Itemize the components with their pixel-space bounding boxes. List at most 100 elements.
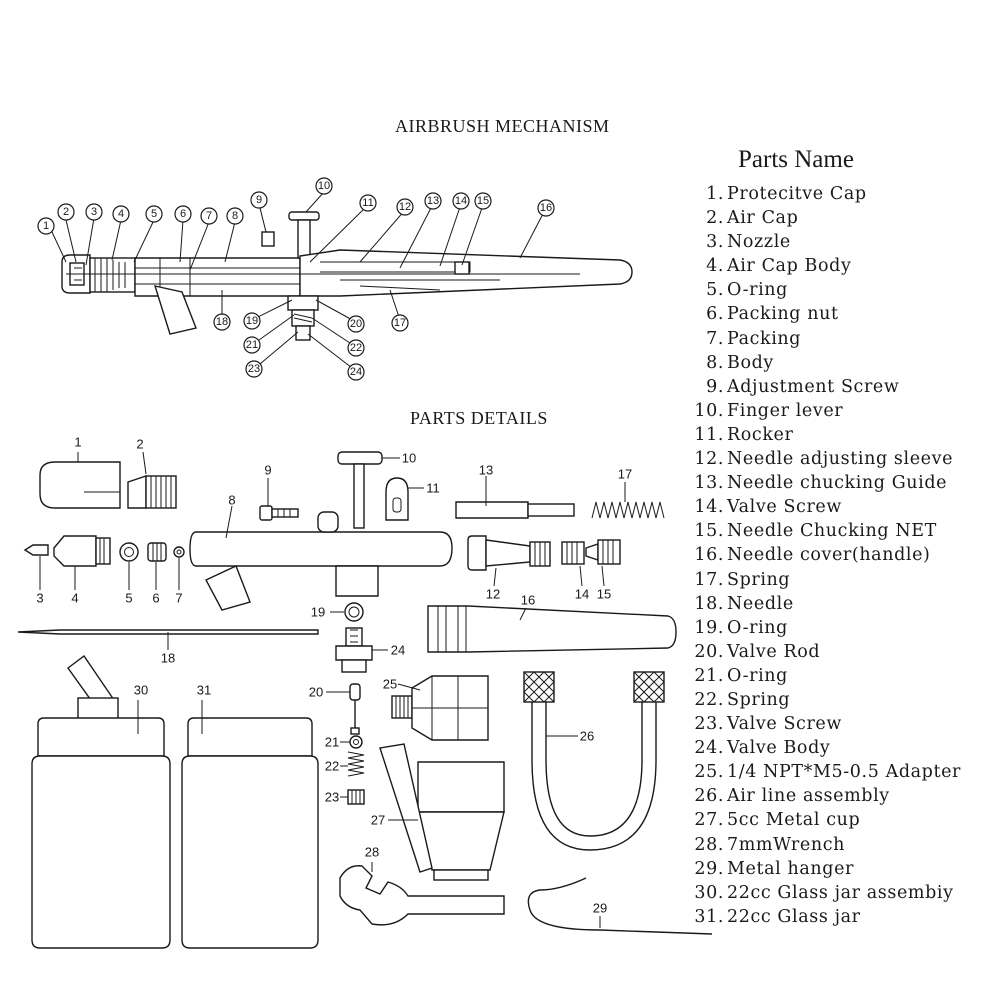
parts-list-item: 4.Air Cap Body xyxy=(694,254,994,278)
parts-list-item: 10.Finger lever xyxy=(694,399,994,423)
svg-text:13: 13 xyxy=(427,195,439,207)
part-number: 13. xyxy=(694,473,724,494)
part-number: 23. xyxy=(694,714,724,735)
svg-text:17: 17 xyxy=(394,317,406,329)
callout-1: 1 xyxy=(37,217,55,235)
legend-title: Parts Name xyxy=(738,146,854,173)
parts-list-item: 13.Needle chucking Guide xyxy=(694,471,994,495)
parts-list-item: 8.Body xyxy=(694,351,994,375)
part-number: 17. xyxy=(694,569,724,590)
svg-text:4: 4 xyxy=(118,208,124,220)
parts-list-item: 29.Metal hanger xyxy=(694,857,994,881)
part-number: 1. xyxy=(706,184,724,204)
svg-text:19: 19 xyxy=(246,315,258,327)
detail-label-11: 11 xyxy=(426,481,440,496)
svg-text:2: 2 xyxy=(63,206,69,218)
part-name: Rocker xyxy=(727,424,794,445)
part-number: 26. xyxy=(694,786,724,807)
parts-list-item: 24.Valve Body xyxy=(694,736,994,760)
detail-label-23: 23 xyxy=(325,790,339,805)
callout-7: 7 xyxy=(200,207,218,225)
callout-24: 24 xyxy=(347,363,365,381)
detail-label-31: 31 xyxy=(197,683,211,698)
callout-23: 23 xyxy=(245,360,263,378)
detail-label-5: 5 xyxy=(125,591,132,606)
svg-text:22: 22 xyxy=(350,342,362,354)
detail-label-8: 8 xyxy=(228,493,235,508)
part-number: 7. xyxy=(706,328,724,349)
part-number: 22. xyxy=(694,689,724,710)
detail-label-17: 17 xyxy=(618,467,632,482)
svg-text:11: 11 xyxy=(362,197,373,209)
svg-text:12: 12 xyxy=(399,201,411,213)
callout-13: 13 xyxy=(424,192,442,210)
part-number: 29. xyxy=(694,858,724,879)
parts-list-item: 21.O-ring xyxy=(694,664,994,688)
assembly-valve-body xyxy=(287,295,319,311)
parts-list-item: 26.Air line assembly xyxy=(694,784,994,808)
parts-details-title: PARTS DETAILS xyxy=(410,408,548,428)
part-name: 22cc Glass jar xyxy=(727,906,861,927)
callout-14: 14 xyxy=(452,192,470,210)
detail-label-9: 9 xyxy=(264,463,271,478)
parts-list-item: 20.Valve Rod xyxy=(694,640,994,664)
part-name: 5cc Metal cup xyxy=(727,810,861,831)
detail-label-21: 21 xyxy=(325,735,339,750)
detail-label-26: 26 xyxy=(580,729,594,744)
part-number: 4. xyxy=(706,256,724,277)
parts-list-item: 14.Valve Screw xyxy=(694,495,994,519)
part-number: 6. xyxy=(706,304,724,325)
callout-16: 16 xyxy=(537,199,555,217)
part-name: Needle adjusting sleeve xyxy=(727,449,954,470)
svg-text:6: 6 xyxy=(180,208,186,220)
svg-text:5: 5 xyxy=(151,208,157,220)
mechanism-callouts: 1 2 3 4 5 6 7 8 9 10 11 12 13 14 15 16 1… xyxy=(37,177,555,381)
detail-label-12: 12 xyxy=(486,587,500,602)
part-name: Valve Rod xyxy=(727,641,821,662)
detail-label-29: 29 xyxy=(593,901,607,916)
detail-label-27: 27 xyxy=(371,813,385,828)
part-name: Metal hanger xyxy=(727,858,854,879)
part-name: Packing nut xyxy=(727,304,839,325)
part-number: 2. xyxy=(706,208,724,229)
parts-list-item: 1.Protecitve Cap xyxy=(694,182,994,206)
part-number: 28. xyxy=(694,834,724,855)
part-number: 24. xyxy=(694,738,724,759)
part-name: 1/4 NPT*M5-0.5 Adapter xyxy=(727,762,962,783)
detail-label-4: 4 xyxy=(71,591,78,606)
parts-list-item: 25.1/4 NPT*M5-0.5 Adapter xyxy=(694,760,994,784)
assembly-lever-stem xyxy=(297,219,311,259)
callout-8: 8 xyxy=(226,207,244,225)
part-name: Spring xyxy=(727,569,791,590)
parts-list-item: 11.Rocker xyxy=(694,423,994,447)
callout-12: 12 xyxy=(396,198,414,216)
part-number: 19. xyxy=(694,617,724,638)
parts-list-item: 5.O-ring xyxy=(694,278,994,302)
detail-label-10: 10 xyxy=(402,451,416,466)
assembly-adjustment-screw xyxy=(261,231,275,247)
part-name: Body xyxy=(727,352,774,373)
callout-22: 22 xyxy=(347,339,365,357)
detail-label-28: 28 xyxy=(365,845,379,860)
callout-3: 3 xyxy=(85,203,103,221)
detail-protective-cap xyxy=(39,461,121,509)
part-name: Needle cover(handle) xyxy=(727,545,931,566)
part-name: 7mmWrench xyxy=(727,834,845,855)
parts-list-item: 2.Air Cap xyxy=(694,206,994,230)
parts-list-item: 30.22cc Glass jar assembiy xyxy=(694,881,994,905)
part-name: Packing xyxy=(727,328,802,349)
callout-5: 5 xyxy=(145,205,163,223)
assembled-airbrush xyxy=(61,211,633,341)
part-number: 25. xyxy=(694,762,724,783)
parts-list-item: 22.Spring xyxy=(694,688,994,712)
detail-label-3: 3 xyxy=(36,591,43,606)
part-name: Valve Screw xyxy=(727,497,842,518)
detail-label-22: 22 xyxy=(325,759,339,774)
detail-label-20: 20 xyxy=(309,685,323,700)
part-name: O-ring xyxy=(727,665,788,686)
callout-15: 15 xyxy=(474,192,492,210)
callout-9: 9 xyxy=(250,191,268,209)
svg-text:16: 16 xyxy=(540,202,552,214)
callout-10: 10 xyxy=(315,177,333,195)
